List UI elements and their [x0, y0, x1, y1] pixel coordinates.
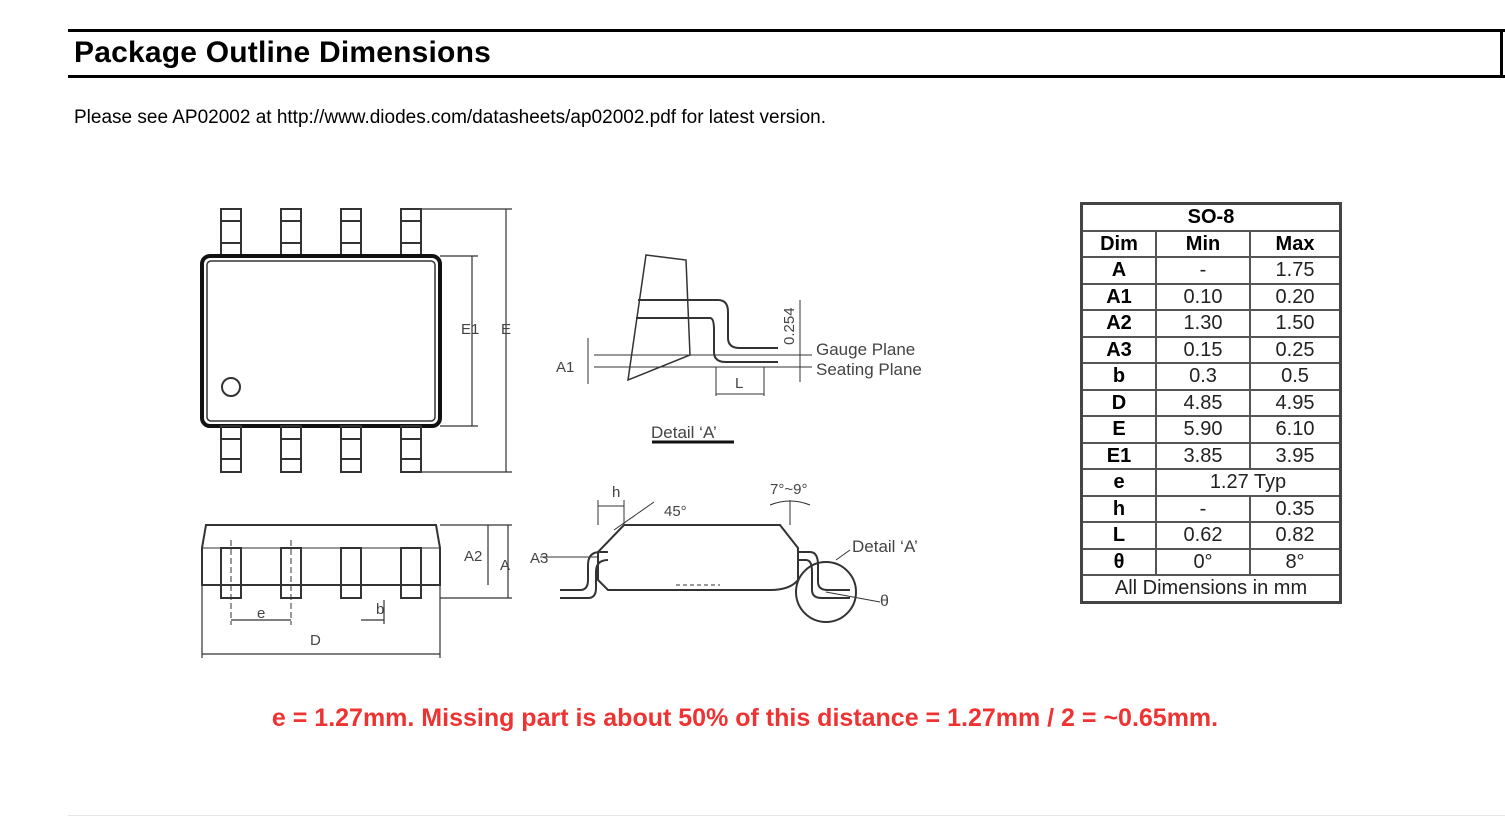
max-cell: 0.82	[1249, 521, 1342, 550]
table-footer: All Dimensions in mm	[1080, 574, 1342, 603]
title-right-rule	[1500, 29, 1503, 78]
max-cell: 1.75	[1249, 256, 1342, 285]
label-h: h	[612, 484, 620, 501]
table-row: A-1.75	[1080, 256, 1342, 285]
label-gauge-0254: 0.254	[781, 307, 798, 345]
dim-cell: A3	[1080, 335, 1157, 364]
top-view	[200, 208, 512, 473]
min-cell: 3.85	[1155, 441, 1251, 470]
table-caption: SO-8	[1080, 202, 1342, 232]
dim-cell: E	[1080, 415, 1157, 444]
max-cell: 6.10	[1249, 415, 1342, 444]
label-e1: E1	[461, 321, 479, 338]
header-dim: Dim	[1080, 229, 1157, 258]
label-45deg: 45°	[664, 503, 687, 520]
datasheet-note: Please see AP02002 at http://www.diodes.…	[74, 107, 827, 128]
label-theta: θ	[880, 593, 889, 610]
dim-cell: b	[1080, 362, 1157, 391]
max-cell: 3.95	[1249, 441, 1342, 470]
label-seating-plane: Seating Plane	[816, 360, 922, 379]
min-cell: 0.10	[1155, 282, 1251, 311]
table-row: h-0.35	[1080, 494, 1342, 523]
min-cell: 0.15	[1155, 335, 1251, 364]
dim-cell: D	[1080, 388, 1157, 417]
max-cell: 4.95	[1249, 388, 1342, 417]
typ-cell: 1.27 Typ	[1155, 468, 1342, 497]
min-cell: 4.85	[1155, 388, 1251, 417]
dim-cell: L	[1080, 521, 1157, 550]
max-cell: 0.5	[1249, 362, 1342, 391]
label-7-9deg: 7°~9°	[770, 481, 807, 498]
title-bottom-rule	[68, 75, 1505, 78]
dim-cell: A1	[1080, 282, 1157, 311]
label-a3: A3	[530, 550, 548, 567]
max-cell: 1.50	[1249, 309, 1342, 338]
bottom-divider	[68, 815, 1505, 816]
dim-cell: θ	[1080, 547, 1157, 576]
min-cell: -	[1155, 256, 1251, 285]
label-detail-a: Detail ‘A’	[651, 423, 717, 442]
header-max: Max	[1249, 229, 1342, 258]
label-e: E	[501, 321, 511, 338]
label-pitch-e: e	[257, 605, 265, 622]
dim-cell: e	[1080, 468, 1157, 497]
max-cell: 0.25	[1249, 335, 1342, 364]
end-view	[540, 500, 881, 623]
side-view	[201, 524, 512, 658]
dim-cell: A2	[1080, 309, 1157, 338]
annotation-note: e = 1.27mm. Missing part is about 50% of…	[271, 704, 1219, 732]
dim-cell: A	[1080, 256, 1157, 285]
package-outline-drawing: E1 E 0.254 A1 Gauge Plane Seating Plane …	[200, 208, 922, 658]
min-cell: 0.3	[1155, 362, 1251, 391]
header-min: Min	[1155, 229, 1251, 258]
label-gauge-plane: Gauge Plane	[816, 340, 915, 359]
min-cell: 5.90	[1155, 415, 1251, 444]
min-cell: -	[1155, 494, 1251, 523]
label-b: b	[376, 601, 384, 618]
max-cell: 0.35	[1249, 494, 1342, 523]
label-detail-a-ref: Detail ‘A’	[852, 537, 918, 556]
min-cell: 0°	[1155, 547, 1251, 576]
dim-cell: E1	[1080, 441, 1157, 470]
min-cell: 1.30	[1155, 309, 1251, 338]
bottom-pins	[220, 425, 422, 473]
label-a2: A2	[464, 548, 482, 565]
top-pins	[220, 208, 422, 257]
label-l: L	[735, 375, 743, 392]
min-cell: 0.62	[1155, 521, 1251, 550]
label-d: D	[310, 632, 321, 649]
label-a1: A1	[556, 359, 574, 376]
pin1-marker	[221, 377, 241, 397]
dim-cell: h	[1080, 494, 1157, 523]
max-cell: 8°	[1249, 547, 1342, 576]
section-title: Package Outline Dimensions	[74, 36, 491, 69]
detail-a-view	[587, 254, 812, 396]
max-cell: 0.20	[1249, 282, 1342, 311]
label-a: A	[500, 557, 510, 574]
title-top-rule	[68, 29, 1505, 32]
